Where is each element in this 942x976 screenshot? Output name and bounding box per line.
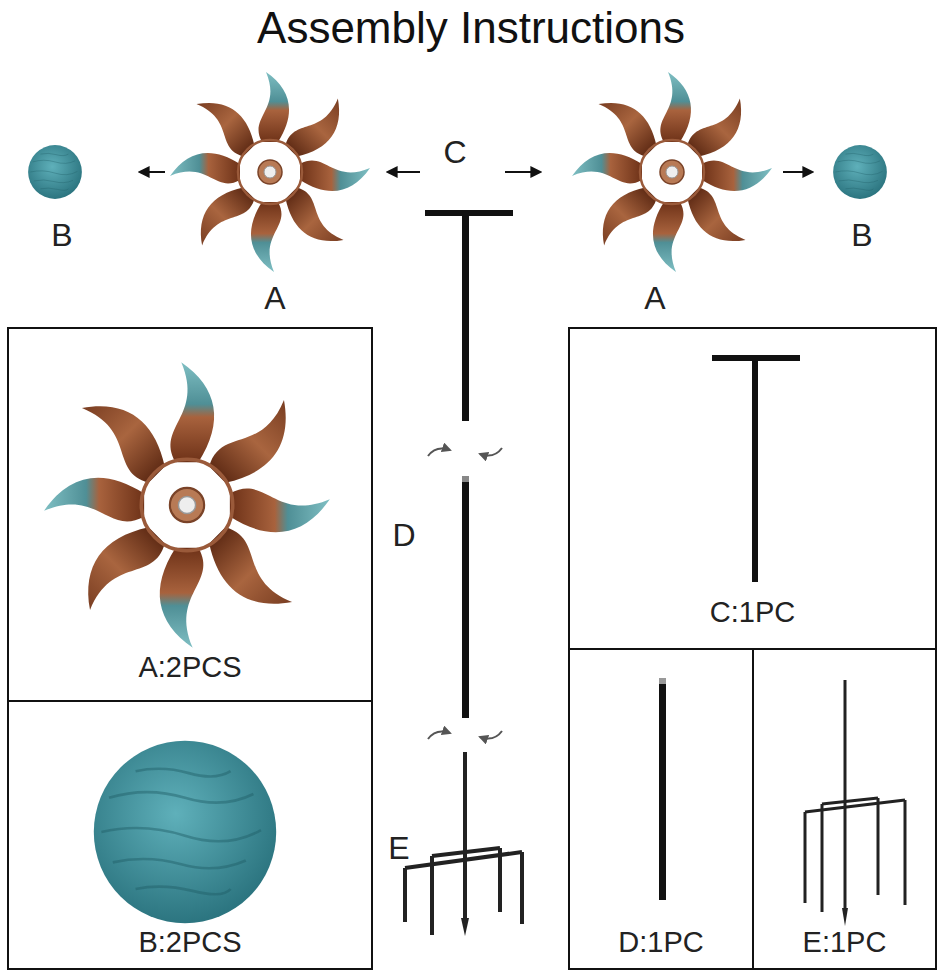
parts-panel: B:2PCS [7, 700, 373, 970]
ground-stake [405, 752, 522, 935]
pinwheel-part [44, 362, 330, 648]
part-letter: B [51, 218, 72, 252]
part-count: E:1PC [754, 927, 935, 957]
ball-part [833, 145, 887, 199]
pole [462, 213, 469, 421]
part-letter: A [644, 281, 665, 315]
twist-arrow [480, 731, 502, 739]
parts-panel: E:1PC [752, 648, 937, 970]
parts-panel: A:2PCS [7, 327, 373, 702]
direction-arrow [505, 171, 540, 173]
pinwheel-part [170, 72, 370, 272]
stake-tip [461, 918, 469, 936]
part-letter: B [851, 218, 872, 252]
twist-arrow [428, 731, 450, 739]
pinwheel-part [572, 72, 772, 272]
thread [659, 678, 666, 684]
part-count: C:1PC [570, 597, 935, 627]
pole [462, 476, 469, 718]
part-letter: A [264, 281, 285, 315]
parts-panel: D:1PC [568, 648, 754, 970]
ball-part [28, 145, 82, 199]
parts-panel: C:1PC [568, 327, 937, 650]
pole [659, 678, 666, 900]
thread [462, 476, 469, 482]
pole [752, 358, 758, 582]
part-count: D:1PC [570, 927, 752, 957]
twist-arrow [428, 448, 450, 456]
part-letter: E [388, 831, 409, 865]
part-count: B:2PCS [9, 927, 371, 957]
direction-arrow [388, 171, 420, 173]
stake-tip [842, 908, 848, 926]
ground-stake [805, 680, 905, 912]
direction-arrow [140, 171, 165, 173]
part-letter: C [443, 135, 466, 169]
ball-part [94, 741, 276, 923]
direction-arrow [783, 171, 812, 173]
part-count: A:2PCS [9, 652, 371, 682]
part-letter: D [392, 518, 415, 552]
page-title: Assembly Instructions [0, 2, 942, 54]
twist-arrow [480, 448, 502, 456]
